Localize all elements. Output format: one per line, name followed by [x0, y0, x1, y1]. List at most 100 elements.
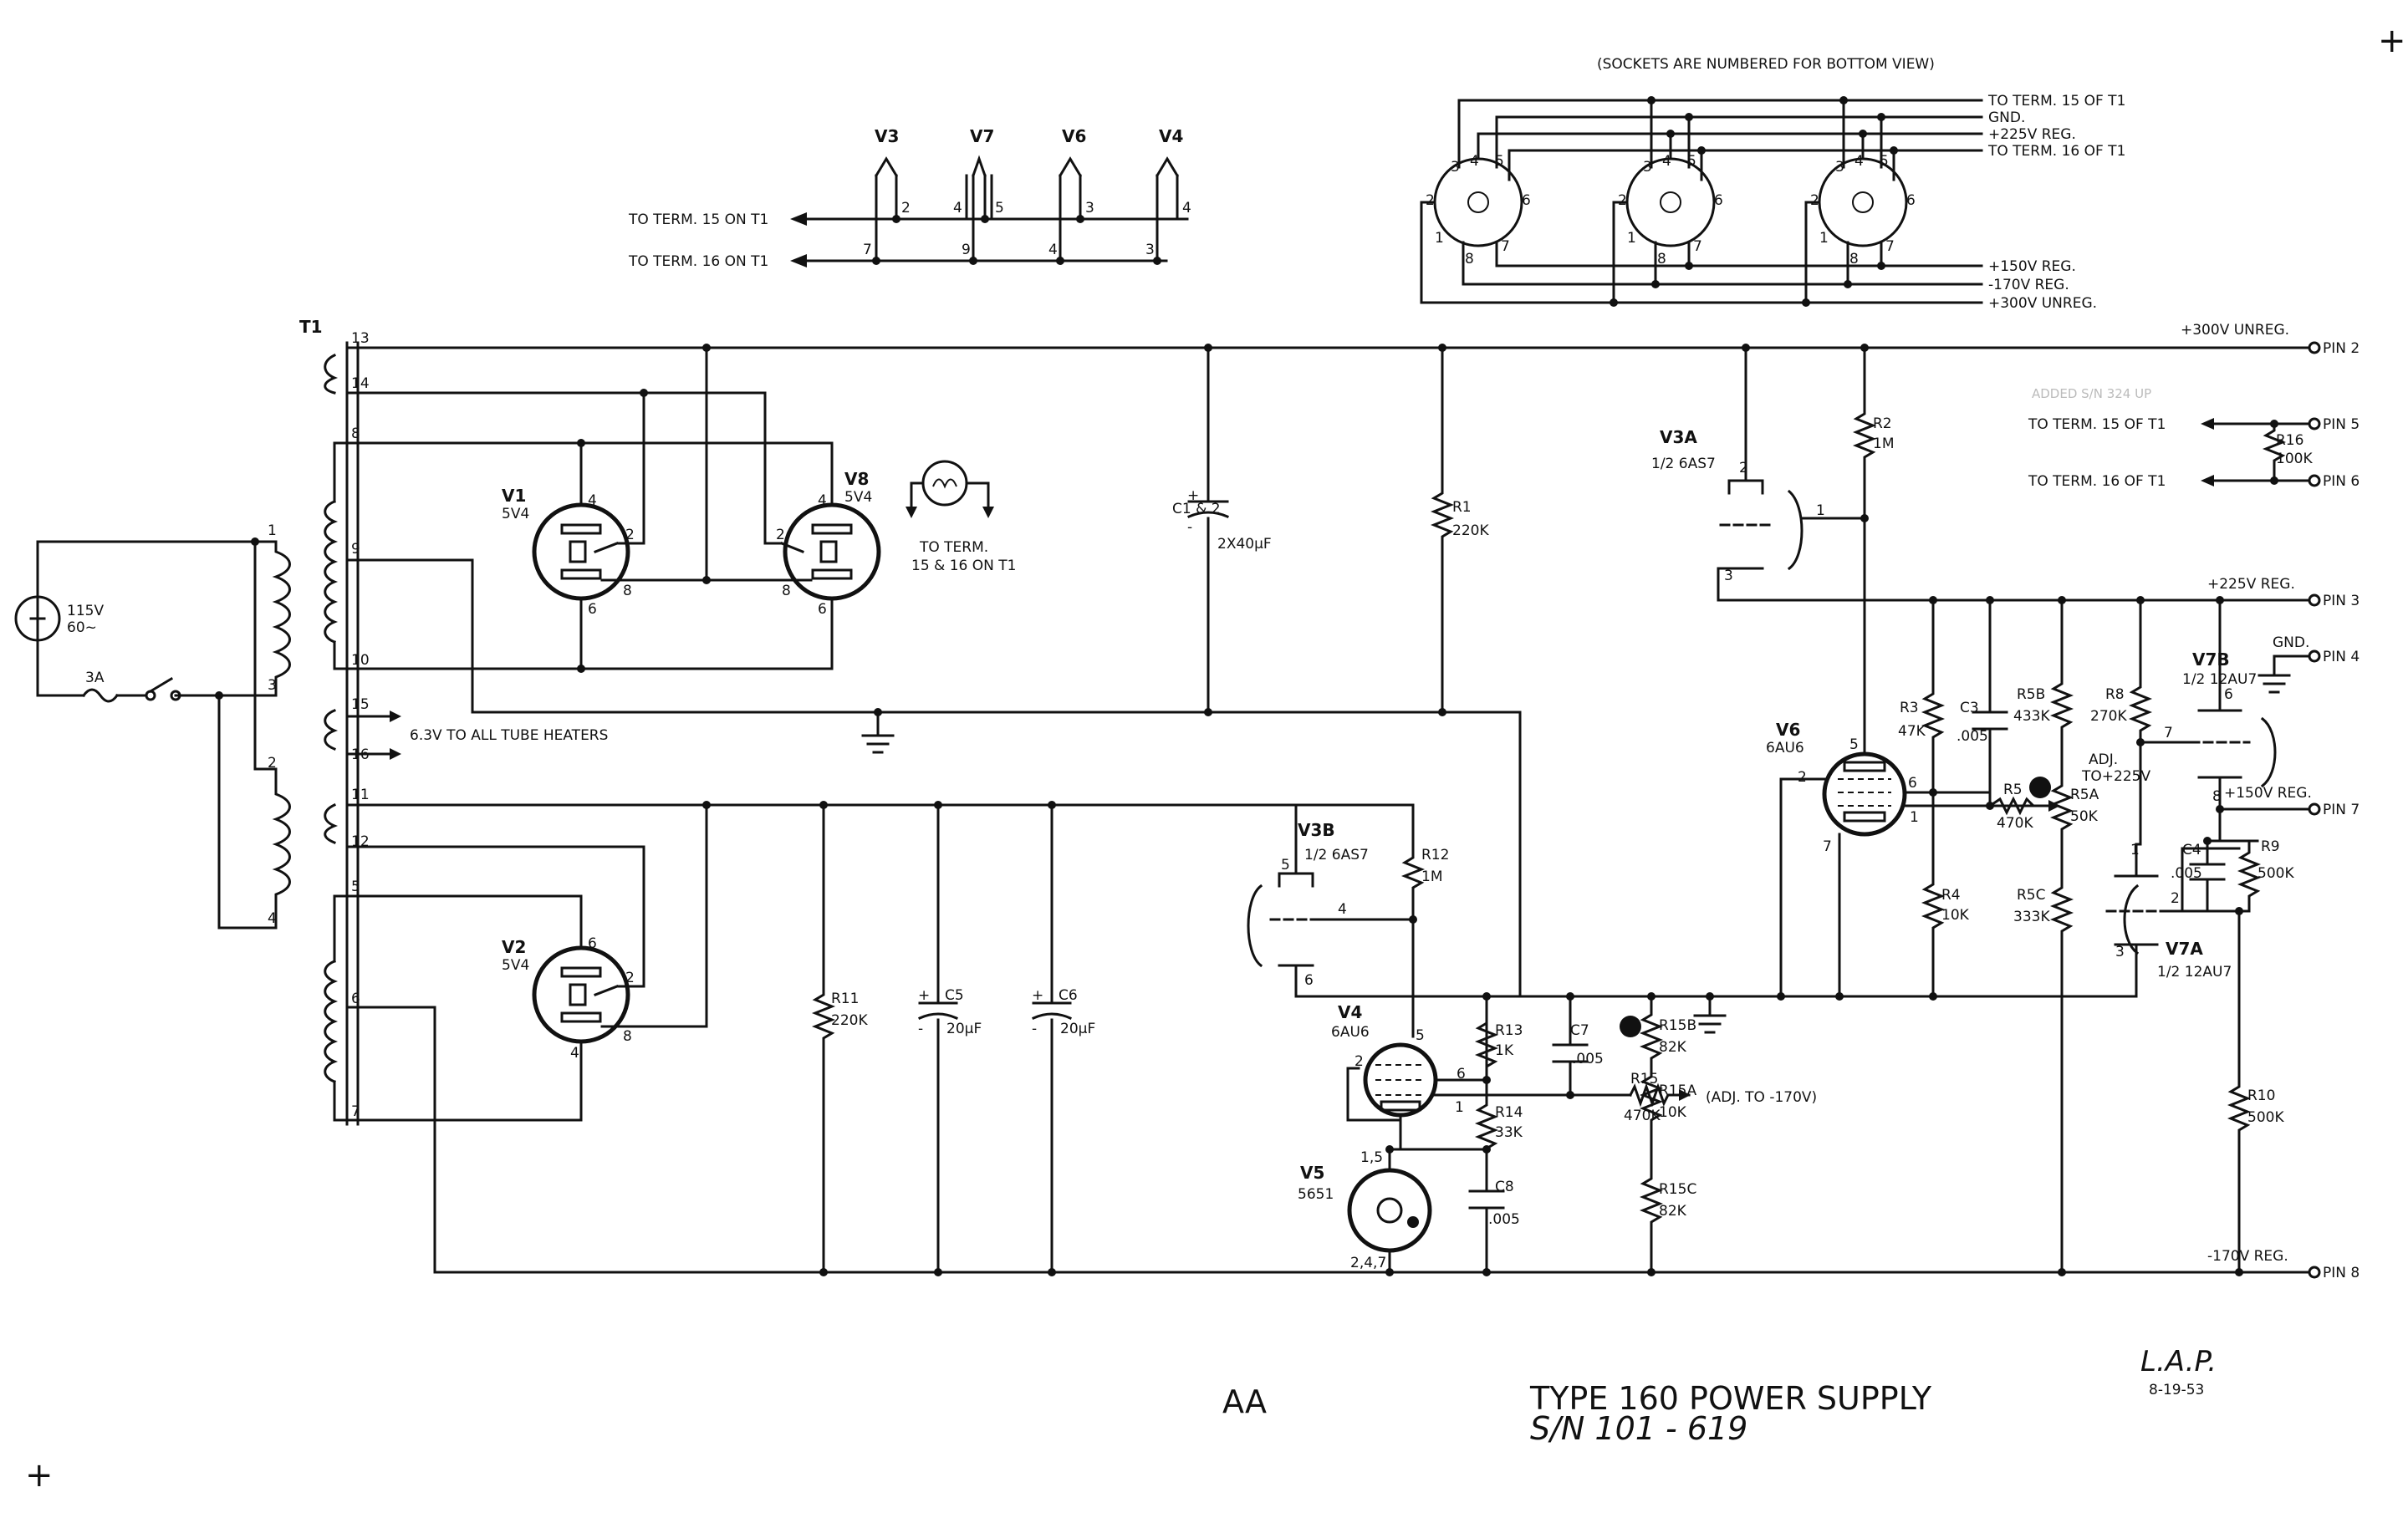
- tube-pin: 6: [1457, 1066, 1466, 1082]
- pin-label: 5: [995, 200, 1004, 216]
- v8-ref: V8: [844, 469, 869, 489]
- heater-tube-v6: V6: [1062, 126, 1086, 146]
- v1-type: 5V4: [502, 506, 529, 522]
- r5c-label: R5C: [2017, 887, 2046, 904]
- tube-pin: 7: [2164, 725, 2173, 741]
- secondary-pin: 11: [351, 787, 370, 803]
- c6-value: 20μF: [1060, 1021, 1095, 1037]
- to-term16-label: TO TERM. 16 ON T1: [628, 253, 768, 270]
- pin3-label: PIN 3: [2323, 593, 2360, 609]
- rectifier-v1: V1 5V4 4 2 8 6: [502, 346, 708, 618]
- r3-label: R3: [1900, 700, 1919, 716]
- c6-label: C6: [1059, 987, 1078, 1004]
- title-serial: S/N 101 - 619: [1530, 1410, 1747, 1447]
- r8-value: 270K: [2090, 708, 2127, 725]
- socket-pin: 8: [1657, 251, 1666, 267]
- v6-ref: V6: [1776, 720, 1800, 740]
- v7b-type: 1/2 12AU7: [2182, 671, 2257, 688]
- adj170-note: (ADJ. TO -170V): [1706, 1089, 1817, 1106]
- pin-label: 3: [1145, 242, 1155, 258]
- secondary-pin: 5: [351, 879, 360, 895]
- r1-value: 220K: [1452, 522, 1489, 539]
- tube-pin: 2: [625, 970, 635, 986]
- ground-symbol: [861, 708, 895, 754]
- socket-legend-170: -170V REG.: [1988, 277, 2069, 293]
- socket-pin: 2: [1810, 192, 1819, 209]
- pin-label: 7: [863, 242, 872, 258]
- fuse-label: 3A: [85, 670, 105, 686]
- v4-type: 6AU6: [1331, 1024, 1370, 1041]
- adj225-note: ADJ.: [2089, 751, 2118, 768]
- pin6-label: PIN 6: [2323, 473, 2360, 490]
- r2-value: 1M: [1873, 436, 1894, 452]
- c5-value: 20μF: [946, 1021, 982, 1037]
- tube-pin: 2,4,7: [1350, 1255, 1386, 1271]
- r9-value: 500K: [2258, 865, 2294, 882]
- title-block: AA TYPE 160 POWER SUPPLY S/N 101 - 619 L…: [1222, 1345, 2217, 1447]
- socket-pin: 7: [1501, 238, 1510, 255]
- socket-pin: 2: [1618, 192, 1627, 209]
- v7b-ref: V7B: [2192, 649, 2230, 670]
- polarity-plus: +: [918, 987, 930, 1004]
- tube-pin: 5: [1281, 857, 1290, 874]
- r13-label: R13: [1495, 1022, 1523, 1039]
- rail-term16-label: TO TERM. 16 OF T1: [2028, 473, 2166, 490]
- socket-pin: 2: [1426, 192, 1435, 209]
- tube-pin: 6: [588, 601, 597, 618]
- socket-pin: 4: [1662, 153, 1671, 170]
- r12-label: R12: [1421, 847, 1449, 863]
- transformer-t1: T1 1 3 2 4 13 14 8 9 10 15 16 6.3V TO AL…: [217, 317, 2309, 1274]
- tube-pin: 2: [625, 527, 635, 543]
- v4-ref: V4: [1338, 1002, 1362, 1022]
- v3a-type: 1/2 6AS7: [1651, 456, 1716, 472]
- tube-pin: 1,5: [1360, 1149, 1383, 1166]
- tube-pin: 4: [588, 492, 597, 509]
- r15c-value: 82K: [1659, 1203, 1687, 1220]
- tube-pin: 8: [623, 1028, 632, 1045]
- polarity-plus: +: [1032, 987, 1043, 1004]
- v7a-ref: V7A: [2166, 939, 2203, 959]
- r14-value: 33K: [1495, 1124, 1523, 1141]
- socket-pin: 3: [1835, 159, 1844, 176]
- rectifier-v8: V8 5V4 4 2 8 6: [577, 391, 881, 673]
- r15-value: 470K: [1624, 1108, 1661, 1124]
- r4-value: 10K: [1941, 907, 1970, 924]
- r16-label: R16: [2276, 432, 2303, 449]
- tube-pin: 5: [1416, 1027, 1425, 1044]
- polarity-minus: -: [1187, 519, 1192, 536]
- r13-value: 1K: [1495, 1042, 1514, 1059]
- primary-pin: 4: [268, 910, 277, 927]
- r15b-value: 82K: [1659, 1039, 1687, 1056]
- registration-mark: +: [25, 1456, 54, 1495]
- r5a-label: R5A: [2070, 787, 2099, 803]
- v5-ref: V5: [1300, 1163, 1324, 1183]
- to-term15-label: TO TERM. 15 ON T1: [628, 211, 768, 228]
- v5-type: 5651: [1298, 1186, 1334, 1203]
- r15c-label: R15C: [1659, 1181, 1696, 1198]
- secondary-pin: 7: [351, 1103, 360, 1120]
- pin2-label: PIN 2: [2323, 340, 2360, 357]
- tube-pin: 6: [1908, 775, 1917, 792]
- c5-label: C5: [945, 987, 964, 1004]
- tube-pin: 1: [1910, 809, 1919, 826]
- tube-pin: 6: [2224, 686, 2233, 703]
- socket-pin: 8: [1465, 251, 1474, 267]
- tube-pin: 2: [1739, 460, 1748, 476]
- tube-pin: 8: [2212, 788, 2222, 805]
- r8-label: R8: [2105, 686, 2125, 703]
- transformer-ref: T1: [299, 317, 323, 337]
- negative-regulator: V3B 1/2 6AS7 5 4 6 R12 1M V4 6AU6 5 2 6 …: [1247, 803, 1817, 1276]
- r10-label: R10: [2247, 1087, 2275, 1104]
- c4-value: .005: [2171, 865, 2202, 882]
- mains-frequency: 60~: [67, 619, 97, 636]
- rectifier-v2: V2 5V4 6 2 8 4: [502, 801, 711, 1062]
- r4-label: R4: [1941, 887, 1961, 904]
- tube-pin: 1: [2130, 842, 2140, 858]
- pin-label: 4: [1048, 242, 1058, 258]
- tube-pin: 4: [818, 492, 827, 509]
- secondary-pin: 6: [351, 991, 360, 1007]
- lamp-note: 15 & 16 ON T1: [911, 558, 1016, 574]
- r3-value: 47K: [1898, 723, 1926, 740]
- tube-pin: 2: [776, 527, 785, 543]
